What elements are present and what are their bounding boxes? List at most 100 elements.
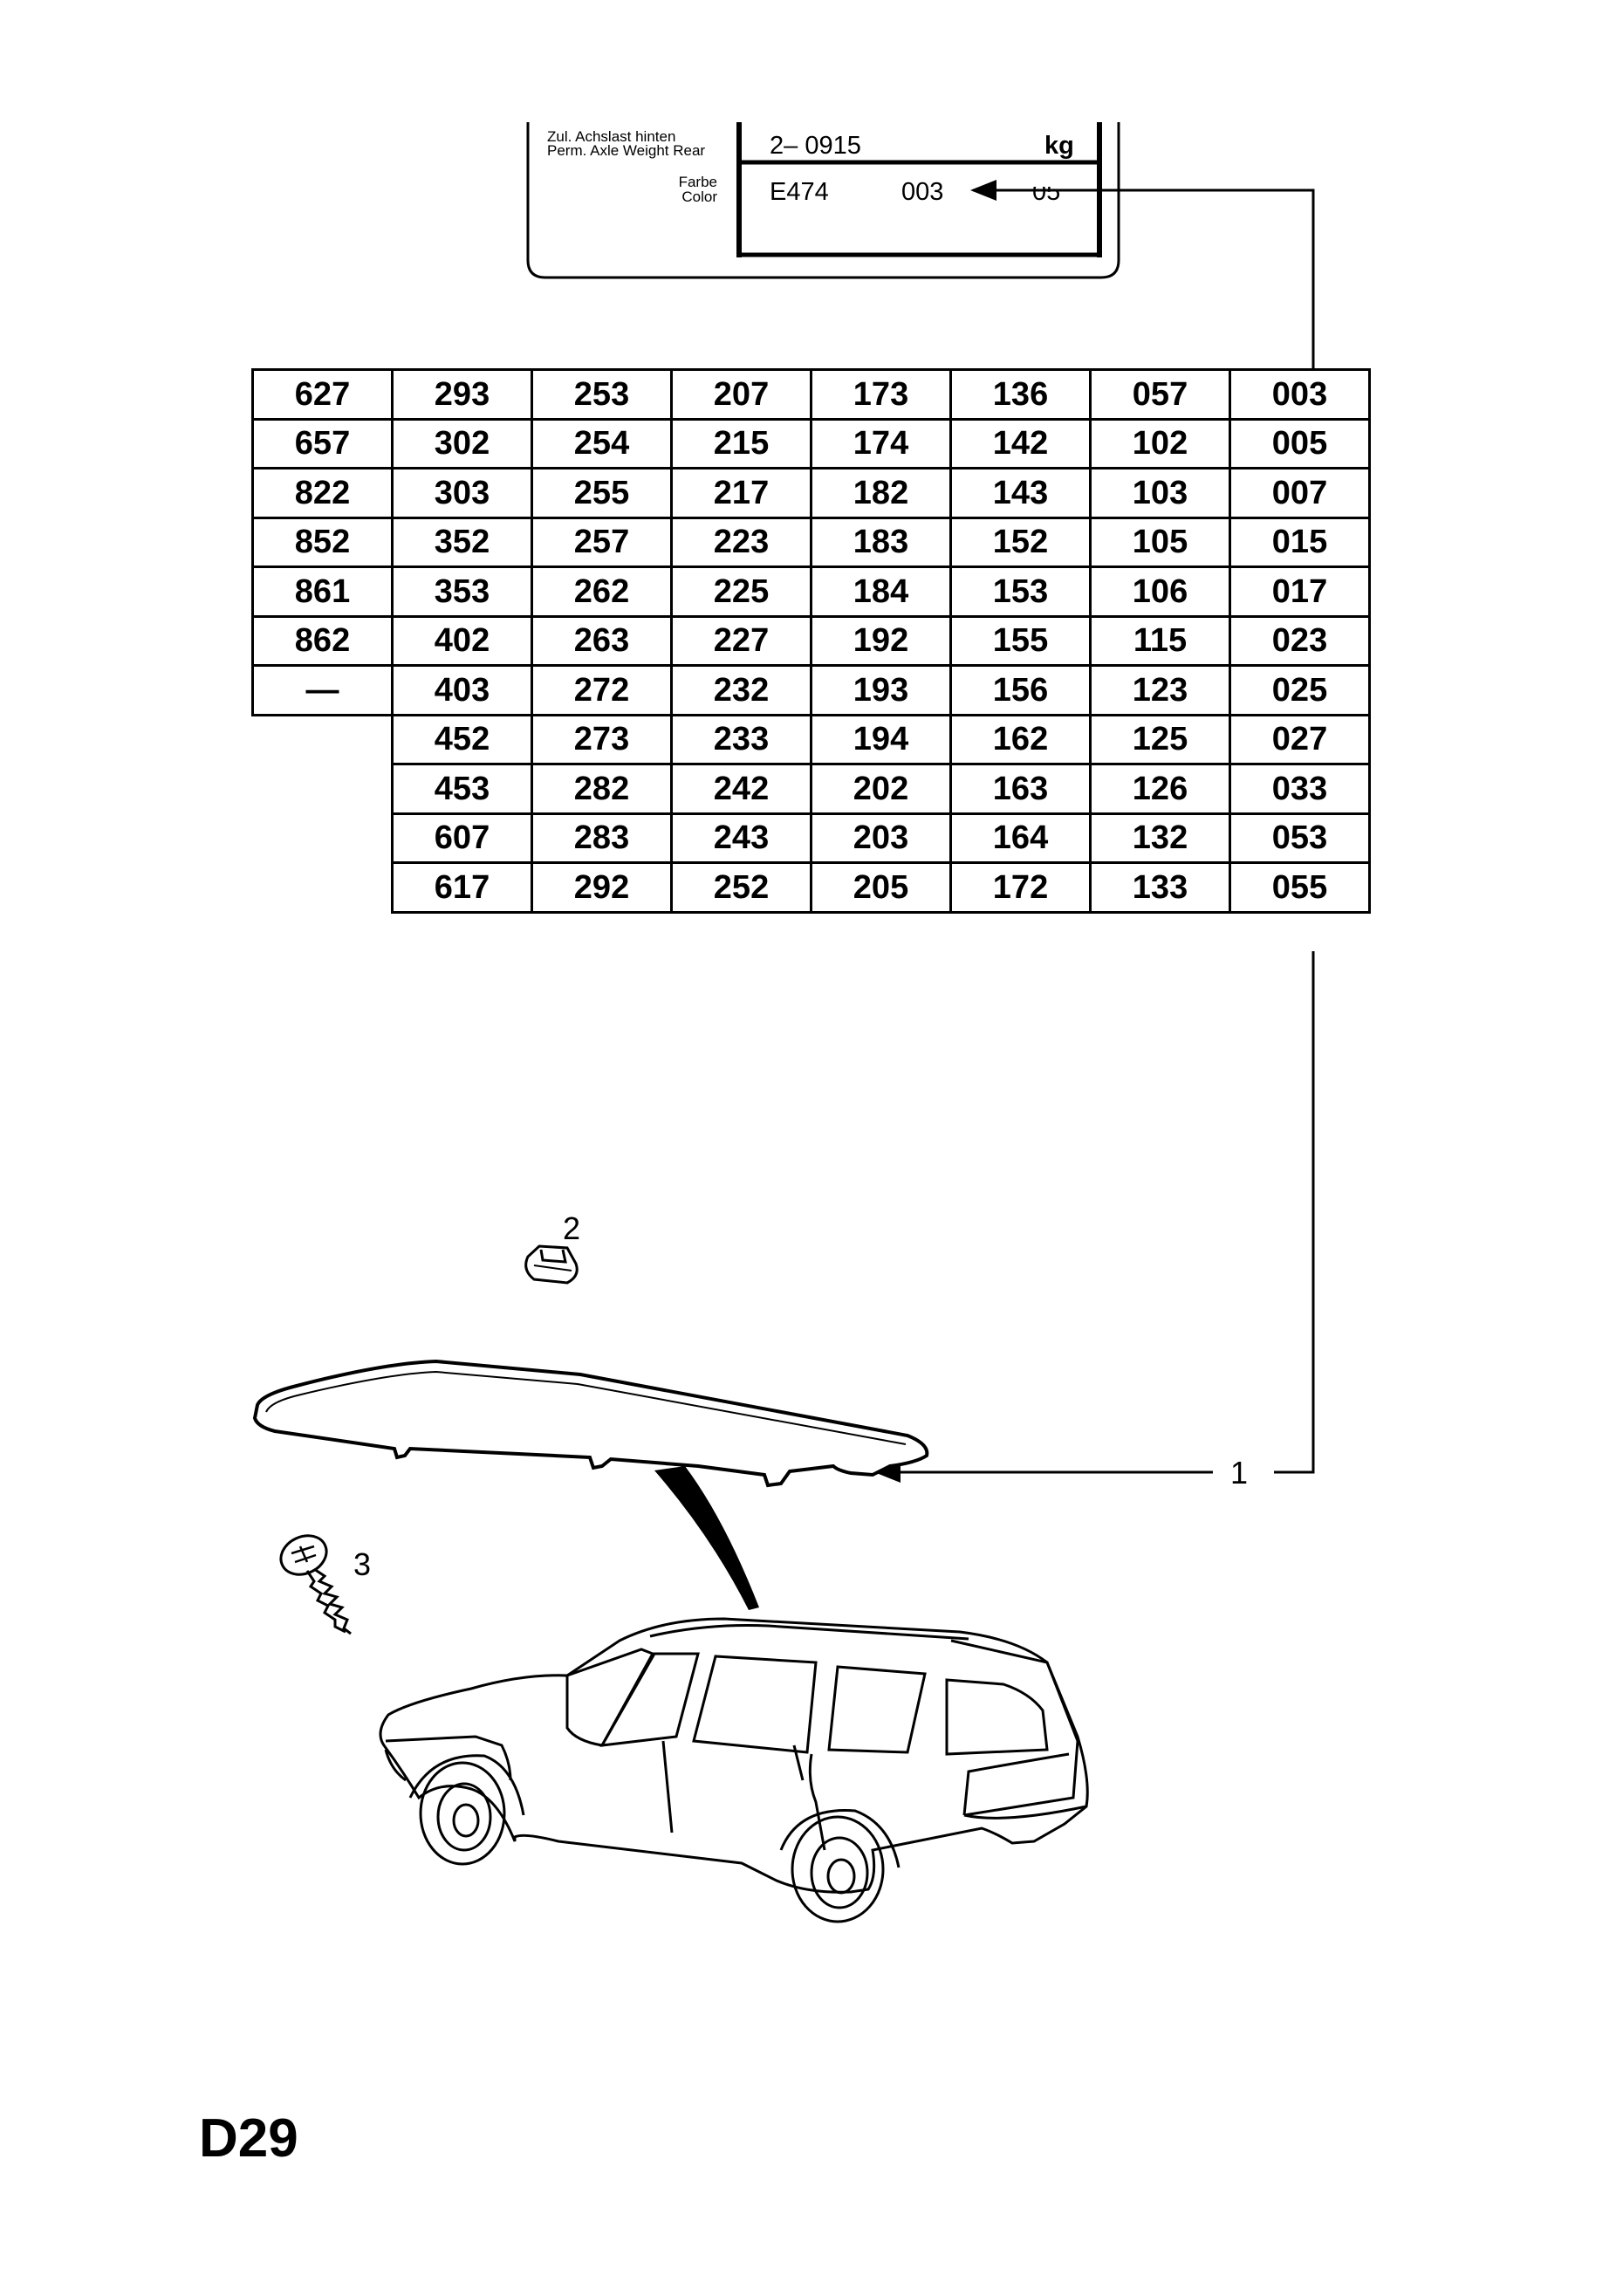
- table-cell: 183: [810, 516, 952, 568]
- table-cell: 862: [251, 614, 394, 667]
- table-cell: 003: [1229, 368, 1371, 421]
- table-cell: 243: [670, 812, 812, 864]
- table-cell: 105: [1089, 516, 1231, 568]
- table-cell: 184: [810, 565, 952, 618]
- table-cell: 136: [949, 368, 1092, 421]
- table-cell: 232: [670, 664, 812, 716]
- table-cell: 153: [949, 565, 1092, 618]
- table-cell: 033: [1229, 763, 1371, 815]
- table-cell: 155: [949, 614, 1092, 667]
- table-cell: 205: [810, 861, 952, 914]
- table-cell: 103: [1089, 467, 1231, 519]
- callout-part-3: 3: [353, 1546, 371, 1582]
- table-cell: 657: [251, 417, 394, 469]
- table-cell: 273: [531, 713, 673, 765]
- id-plate: Zul. Achslast hinten Perm. Axle Weight R…: [526, 122, 1120, 279]
- callout-part-2: 2: [563, 1210, 580, 1246]
- table-cell: 402: [391, 614, 533, 667]
- table-cell: 106: [1089, 565, 1231, 618]
- table-cell: 225: [670, 565, 812, 618]
- table-cell: 352: [391, 516, 533, 568]
- table-cell: 233: [670, 713, 812, 765]
- clip-part: [524, 1244, 579, 1285]
- table-cell: 293: [391, 368, 533, 421]
- table-cell: 015: [1229, 516, 1371, 568]
- table-cell: 252: [670, 861, 812, 914]
- table-cell: 822: [251, 467, 394, 519]
- table-cell: 055: [1229, 861, 1371, 914]
- color-label-de: Farbe: [679, 174, 717, 190]
- table-cell: 126: [1089, 763, 1231, 815]
- table-cell: 302: [391, 417, 533, 469]
- table-cell: 607: [391, 812, 533, 864]
- table-cell: 164: [949, 812, 1092, 864]
- locator-wedge: [654, 1466, 759, 1610]
- table-cell: 017: [1229, 565, 1371, 618]
- table-cell: 283: [531, 812, 673, 864]
- table-cell: 143: [949, 467, 1092, 519]
- color-code-leader: [970, 180, 1315, 368]
- axle-value: 2– 0915: [770, 132, 861, 160]
- table-cell-empty: [253, 764, 393, 814]
- table-cell: 132: [1089, 812, 1231, 864]
- table-cell: 152: [949, 516, 1092, 568]
- table-cell: 452: [391, 713, 533, 765]
- table-cell-empty: [253, 813, 393, 863]
- table-cell: 861: [251, 565, 394, 618]
- table-cell: 057: [1089, 368, 1231, 421]
- table-cell-empty: [253, 715, 393, 764]
- table-cell: 156: [949, 664, 1092, 716]
- table-cell: 027: [1229, 713, 1371, 765]
- table-cell: 203: [810, 812, 952, 864]
- table-cell: 617: [391, 861, 533, 914]
- table-cell: 627: [251, 368, 394, 421]
- table-cell: 174: [810, 417, 952, 469]
- table-cell: 102: [1089, 417, 1231, 469]
- table-cell: 207: [670, 368, 812, 421]
- table-cell: 163: [949, 763, 1092, 815]
- table-cell-empty: [253, 863, 393, 913]
- table-cell: 403: [391, 664, 533, 716]
- table-cell: 282: [531, 763, 673, 815]
- roof-spoiler-part: [252, 1359, 929, 1488]
- table-cell: 255: [531, 467, 673, 519]
- table-cell: 242: [670, 763, 812, 815]
- table-cell: 115: [1089, 614, 1231, 667]
- table-cell: 182: [810, 467, 952, 519]
- table-cell: 852: [251, 516, 394, 568]
- table-cell: 025: [1229, 664, 1371, 716]
- table-cell: 263: [531, 614, 673, 667]
- table-cell: 023: [1229, 614, 1371, 667]
- axle-unit: kg: [1044, 132, 1074, 160]
- table-cell: 453: [391, 763, 533, 815]
- table-cell: 173: [810, 368, 952, 421]
- screw-part: [279, 1534, 352, 1635]
- table-cell: 172: [949, 861, 1092, 914]
- table-cell: 123: [1089, 664, 1231, 716]
- table-cell: 007: [1229, 467, 1371, 519]
- table-cell: 202: [810, 763, 952, 815]
- table-cell: 192: [810, 614, 952, 667]
- color-code: 003: [901, 178, 943, 206]
- table-cell: 133: [1089, 861, 1231, 914]
- table-cell: 053: [1229, 812, 1371, 864]
- color-label-en: Color: [681, 188, 717, 205]
- table-cell: 215: [670, 417, 812, 469]
- table-cell: 193: [810, 664, 952, 716]
- table-cell: 142: [949, 417, 1092, 469]
- table-cell: 257: [531, 516, 673, 568]
